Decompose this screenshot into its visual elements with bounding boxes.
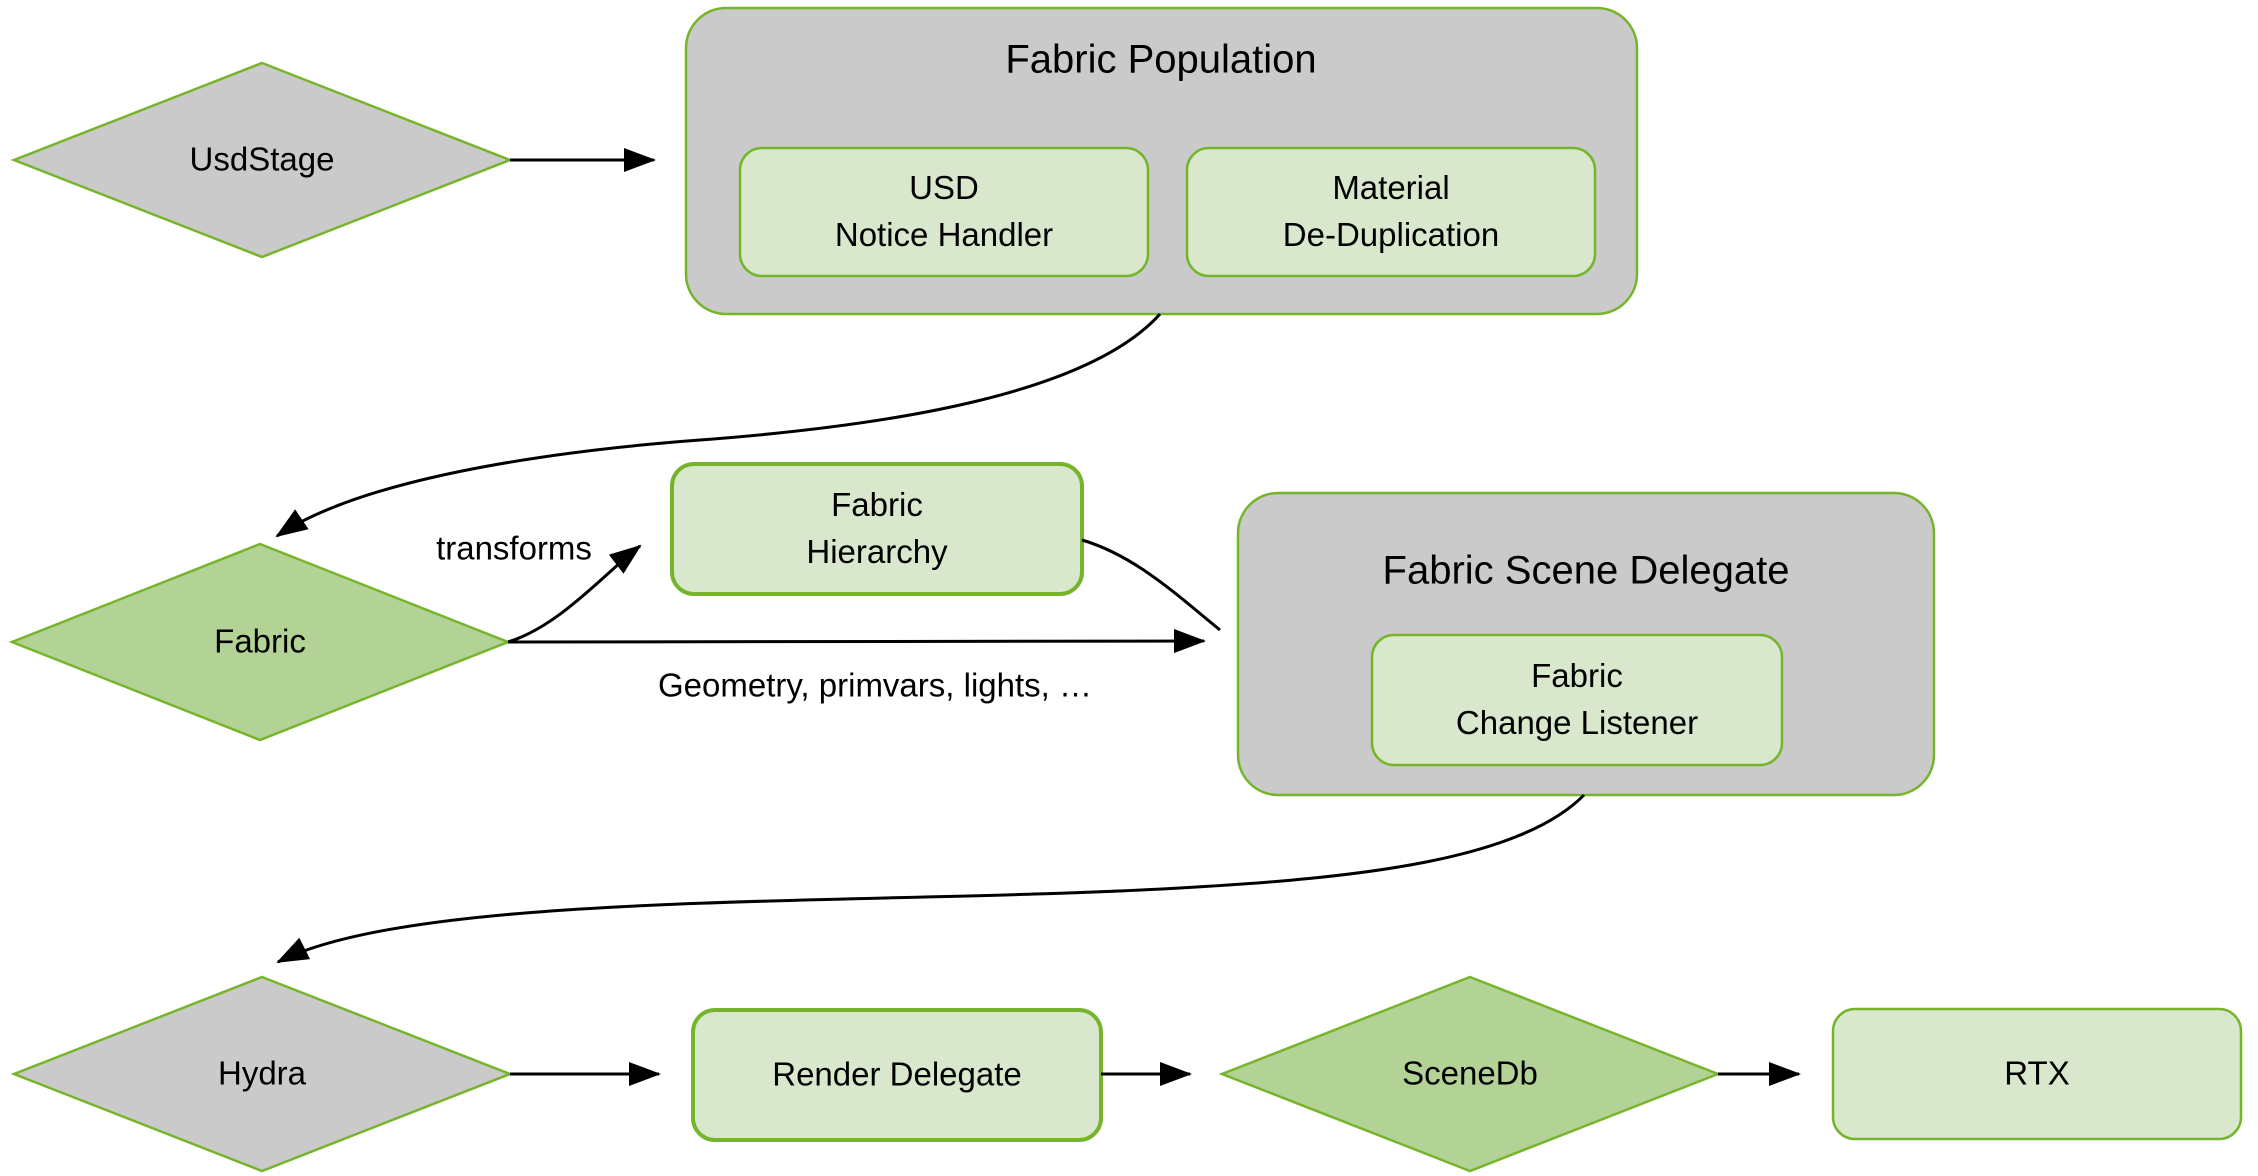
fabric-change-listener-node <box>1370 633 1784 767</box>
material-de-duplication-node <box>1185 146 1597 278</box>
usdstage-label: UsdStage <box>189 140 335 178</box>
edge-fabric-scene-delegate-to-hydra <box>276 793 1586 964</box>
render-delegate-label: Render Delegate <box>772 1055 1022 1093</box>
rtx-label: RTX <box>2004 1054 2070 1092</box>
fabric-scene-delegate-title: Fabric Scene Delegate <box>1382 548 1790 593</box>
usdstage-diamond <box>10 61 514 259</box>
edge-fabric-hierarchy-to-fabric-scene-delegate <box>1081 538 1221 632</box>
fabric-label: Fabric <box>214 622 306 660</box>
fabric-hierarchy-line2: Hierarchy <box>806 533 948 570</box>
fabric-hierarchy-node <box>670 462 1084 596</box>
usd-notice-handler-node <box>738 146 1150 278</box>
hydra-diamond <box>10 975 514 1173</box>
fabric-population-title: Fabric Population <box>1005 37 1317 82</box>
rtx-node <box>1831 1007 2243 1141</box>
usd-notice-handler-line1: USD <box>909 169 979 207</box>
hydra-label: Hydra <box>217 1054 307 1092</box>
fabric-hierarchy-line1: Fabric <box>831 486 923 524</box>
geometry-edge-label: Geometry, primvars, lights, … <box>658 666 1092 704</box>
edge-fabric-population-to-fabric <box>275 312 1162 538</box>
usd-notice-handler-line2: Notice Handler <box>834 216 1054 253</box>
material-de-duplication-line1: Material <box>1332 169 1450 207</box>
edge-fabric-to-fabric-scene-delegate <box>507 629 1206 654</box>
transforms-edge-label: transforms <box>436 529 592 567</box>
fabric-change-listener-label: Fabric Change Listener <box>1456 653 1698 747</box>
material-de-duplication-label: Material De-Duplication <box>1283 165 1499 259</box>
fabric-diamond <box>8 542 512 742</box>
fabric-hierarchy-label: Fabric Hierarchy <box>806 482 947 576</box>
usd-notice-handler-label: USD Notice Handler <box>835 165 1053 259</box>
material-de-duplication-line2: De-Duplication <box>1282 216 1500 253</box>
edge-fabric-to-fabric-hierarchy <box>507 544 642 644</box>
scenedb-diamond <box>1218 975 1722 1173</box>
fabric-change-listener-line2: Change Listener <box>1455 704 1699 741</box>
fabric-change-listener-line1: Fabric <box>1531 657 1623 695</box>
scenedb-label: SceneDb <box>1402 1054 1538 1092</box>
